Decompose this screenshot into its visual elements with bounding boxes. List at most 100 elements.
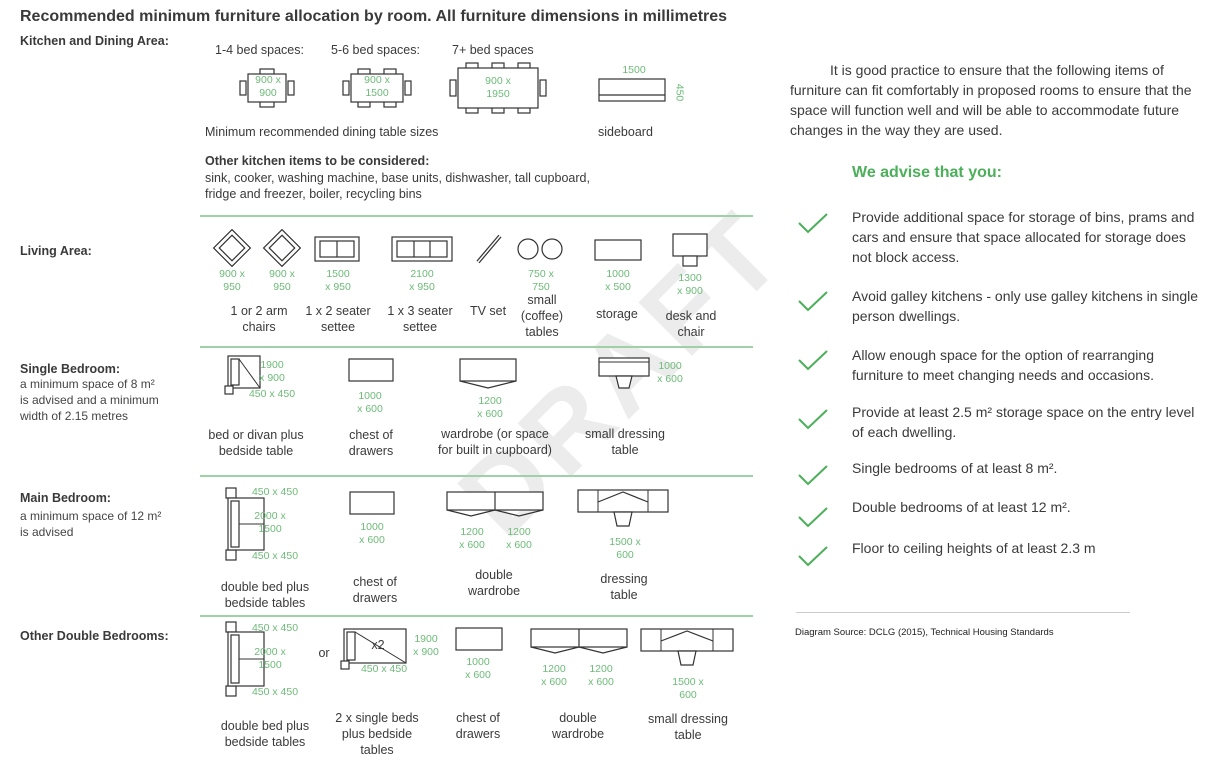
- double-wardrobe-icon: [446, 491, 544, 517]
- main-chest-dim: 1000 x 600: [359, 521, 385, 546]
- single-bed-icon: [224, 355, 261, 395]
- other-bedside-bottom-dim: 450 x 450: [251, 686, 299, 698]
- three-seater-settee-icon: [391, 236, 453, 262]
- table-medium-label: 5-6 bed spaces:: [331, 43, 420, 57]
- divider-main: [200, 615, 753, 617]
- sideboard-caption: sideboard: [598, 125, 653, 139]
- single-bed-label: bed or divan plus bedside table: [208, 428, 304, 458]
- sideboard-icon: [598, 78, 666, 102]
- double-bed-icon: [225, 621, 265, 697]
- beds-multiplier: x2: [371, 638, 385, 652]
- other-chest-label: chest of drawers: [455, 711, 501, 741]
- main-dressing-dim: 1500 x 600: [609, 536, 641, 561]
- main-bedside-bottom-dim: 450 x 450: [251, 550, 299, 562]
- main-bedside-top-dim: 450 x 450: [251, 486, 299, 498]
- table-large-label: 7+ bed spaces: [452, 43, 534, 57]
- check-icon: [798, 507, 828, 528]
- single-beds-label: 2 x single beds plus bedside tables: [335, 711, 419, 757]
- sideboard-width-dim: 1500: [622, 64, 646, 76]
- double-wardrobe-icon: [530, 628, 628, 654]
- dining-table-medium-icon: [342, 68, 412, 108]
- other-chest-dim: 1000 x 600: [465, 656, 491, 681]
- dressing-dim: 1000 x 600: [657, 360, 683, 385]
- check-icon: [798, 291, 828, 312]
- page-title: Recommended minimum furniture allocation…: [20, 8, 728, 25]
- dressing-label: small dressing table: [585, 427, 665, 457]
- armchair-dim: 900 x 950: [219, 268, 245, 293]
- other-items-list: sink, cooker, washing machine, base unit…: [205, 171, 590, 201]
- other-wardrobe-label: double wardrobe: [551, 711, 605, 741]
- intro-paragraph: It is good practice to ensure that the f…: [790, 62, 1192, 138]
- advice-item: Floor to ceiling heights of at least 2.3…: [852, 540, 1096, 556]
- main-wardrobe-dim-2: 1200 x 600: [506, 526, 532, 551]
- coffee-tables-icon: [517, 238, 563, 260]
- main-bedroom-note: a minimum space of 12 m² is advised: [20, 509, 162, 539]
- sideboard-depth-dim: 450: [673, 83, 686, 102]
- desk-dim: 1300 x 900: [677, 272, 703, 297]
- single-bedside-dim: 450 x 450: [360, 663, 408, 675]
- main-bed-dim: 2000 x 1500: [254, 510, 286, 535]
- coffee-tables-label: small (coffee) tables: [520, 293, 564, 339]
- storage-icon: [594, 239, 642, 261]
- armchair-dim: 900 x 950: [269, 268, 295, 293]
- double-bed-icon: [225, 487, 265, 561]
- single-beds-icon: [340, 628, 407, 670]
- other-wardrobe-dim-1: 1200 x 600: [541, 663, 567, 688]
- desk-chair-label: desk and chair: [665, 309, 717, 339]
- chest-of-drawers-icon: [455, 627, 503, 651]
- single-bedroom-heading: Single Bedroom:: [20, 362, 121, 376]
- check-icon: [798, 546, 828, 567]
- advice-item: Allow enough space for the option of rea…: [852, 347, 1154, 383]
- coffee-table-dim: 750 x 750: [528, 268, 554, 293]
- two-seater-settee-icon: [314, 236, 360, 262]
- wardrobe-dim: 1200 x 600: [477, 395, 503, 420]
- kitchen-heading: Kitchen and Dining Area:: [20, 34, 169, 48]
- source-divider: [796, 612, 1130, 613]
- wardrobe-label: wardrobe (or space for built in cupboard…: [438, 427, 552, 457]
- tables-caption: Minimum recommended dining table sizes: [205, 125, 439, 139]
- tv-set-icon: [476, 234, 502, 264]
- check-icon: [798, 465, 828, 486]
- main-wardrobe-dim-1: 1200 x 600: [459, 526, 485, 551]
- other-bed-dim: 2000 x 1500: [254, 646, 286, 671]
- main-chest-label: chest of drawers: [352, 575, 398, 605]
- storage-label: storage: [596, 307, 638, 321]
- other-dressing-label: small dressing table: [648, 712, 728, 742]
- living-heading: Living Area:: [20, 244, 92, 258]
- divider-single: [200, 475, 753, 477]
- other-bed-label: double bed plus bedside tables: [220, 719, 310, 749]
- other-wardrobe-dim-2: 1200 x 600: [588, 663, 614, 688]
- advice-item: Avoid galley kitchens - only use galley …: [852, 288, 1199, 324]
- three-seater-dim: 2100 x 950: [409, 268, 435, 293]
- other-dressing-dim: 1500 x 600: [672, 676, 704, 701]
- storage-dim: 1000 x 500: [605, 268, 631, 293]
- other-items-heading: Other kitchen items to be considered:: [205, 154, 430, 168]
- table-small-label: 1-4 bed spaces:: [215, 43, 304, 57]
- single-bed-dim: 1900 x 900: [259, 359, 285, 384]
- wardrobe-icon: [459, 358, 517, 389]
- dining-table-small-icon: [239, 68, 295, 108]
- main-bed-label: double bed plus bedside tables: [220, 580, 310, 610]
- table-small-dim: 900 x 900: [255, 74, 281, 99]
- divider-living: [200, 346, 753, 348]
- desk-chair-icon: [672, 233, 708, 267]
- main-dressing-label: dressing table: [600, 572, 648, 602]
- dining-table-large-icon: [449, 62, 547, 114]
- two-seater-label: 1 x 2 seater settee: [305, 304, 371, 334]
- armchair-icon: [262, 229, 302, 267]
- chest-of-drawers-icon: [348, 358, 394, 382]
- advice-item: Provide additional space for storage of …: [852, 209, 1195, 265]
- single-bedside-dim: 450 x 450: [248, 388, 296, 400]
- check-icon: [798, 350, 828, 371]
- three-seater-label: 1 x 3 seater settee: [387, 304, 453, 334]
- check-icon: [798, 409, 828, 430]
- check-icon: [798, 213, 828, 234]
- two-seater-dim: 1500 x 950: [325, 268, 351, 293]
- single-beds-dim: 1900 x 900: [413, 633, 439, 658]
- chest-dim: 1000 x 600: [357, 390, 383, 415]
- diagram-source: Diagram Source: DCLG (2015), Technical H…: [795, 627, 1054, 638]
- advice-item: Single bedrooms of at least 8 m².: [852, 460, 1058, 476]
- chest-of-drawers-icon: [349, 491, 395, 515]
- advise-heading: We advise that you:: [852, 164, 1002, 181]
- main-bedroom-heading: Main Bedroom:: [20, 491, 111, 505]
